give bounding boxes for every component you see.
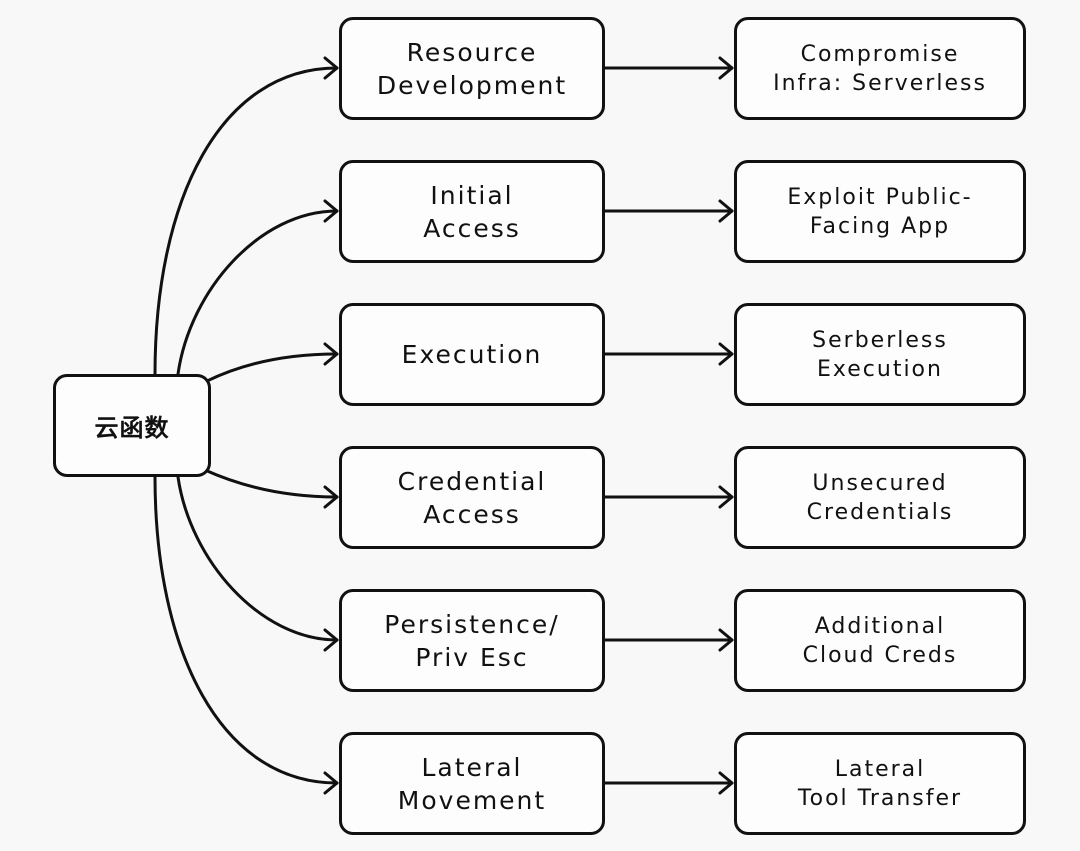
arrowhead-resource-development xyxy=(323,56,339,80)
arrowhead-technique-2 xyxy=(718,342,734,366)
arrowhead-credential-access xyxy=(323,485,339,509)
edge-root-to-initial-access xyxy=(176,209,339,376)
edge-root-to-lateral-movement xyxy=(153,475,339,785)
technique-exploit-public-facing-app: Exploit Public- Facing App xyxy=(734,160,1026,263)
technique-compromise-infra-serverless: Compromise Infra: Serverless xyxy=(734,17,1026,120)
arrowhead-execution xyxy=(323,342,339,366)
edge-root-to-resource-development xyxy=(153,66,339,376)
arrowhead-technique-1 xyxy=(718,199,734,223)
arrowhead-persistence xyxy=(323,628,339,652)
technique-lateral-tool-transfer: Lateral Tool Transfer xyxy=(734,732,1026,835)
edge-root-to-credential-access xyxy=(203,468,339,499)
tactic-persistence-priv-esc: Persistence/ Priv Esc xyxy=(339,589,605,692)
technique-unsecured-credentials: Unsecured Credentials xyxy=(734,446,1026,549)
arrowhead-technique-0 xyxy=(718,56,734,80)
arrowhead-initial-access xyxy=(323,199,339,223)
root-node-cloud-function: 云函数 xyxy=(53,374,211,477)
arrowhead-technique-5 xyxy=(718,771,734,795)
edge-root-to-execution xyxy=(203,352,339,384)
arrowhead-lateral-movement xyxy=(323,771,339,795)
tactic-initial-access: Initial Access xyxy=(339,160,605,263)
arrowhead-technique-4 xyxy=(718,628,734,652)
technique-additional-cloud-creds: Additional Cloud Creds xyxy=(734,589,1026,692)
tactic-lateral-movement: Lateral Movement xyxy=(339,732,605,835)
technique-serverless-execution: Serberless Execution xyxy=(734,303,1026,406)
tactic-credential-access: Credential Access xyxy=(339,446,605,549)
tactic-resource-development: Resource Development xyxy=(339,17,605,120)
arrowhead-technique-3 xyxy=(718,485,734,509)
edge-root-to-persistence xyxy=(176,475,339,642)
tactic-execution: Execution xyxy=(339,303,605,406)
